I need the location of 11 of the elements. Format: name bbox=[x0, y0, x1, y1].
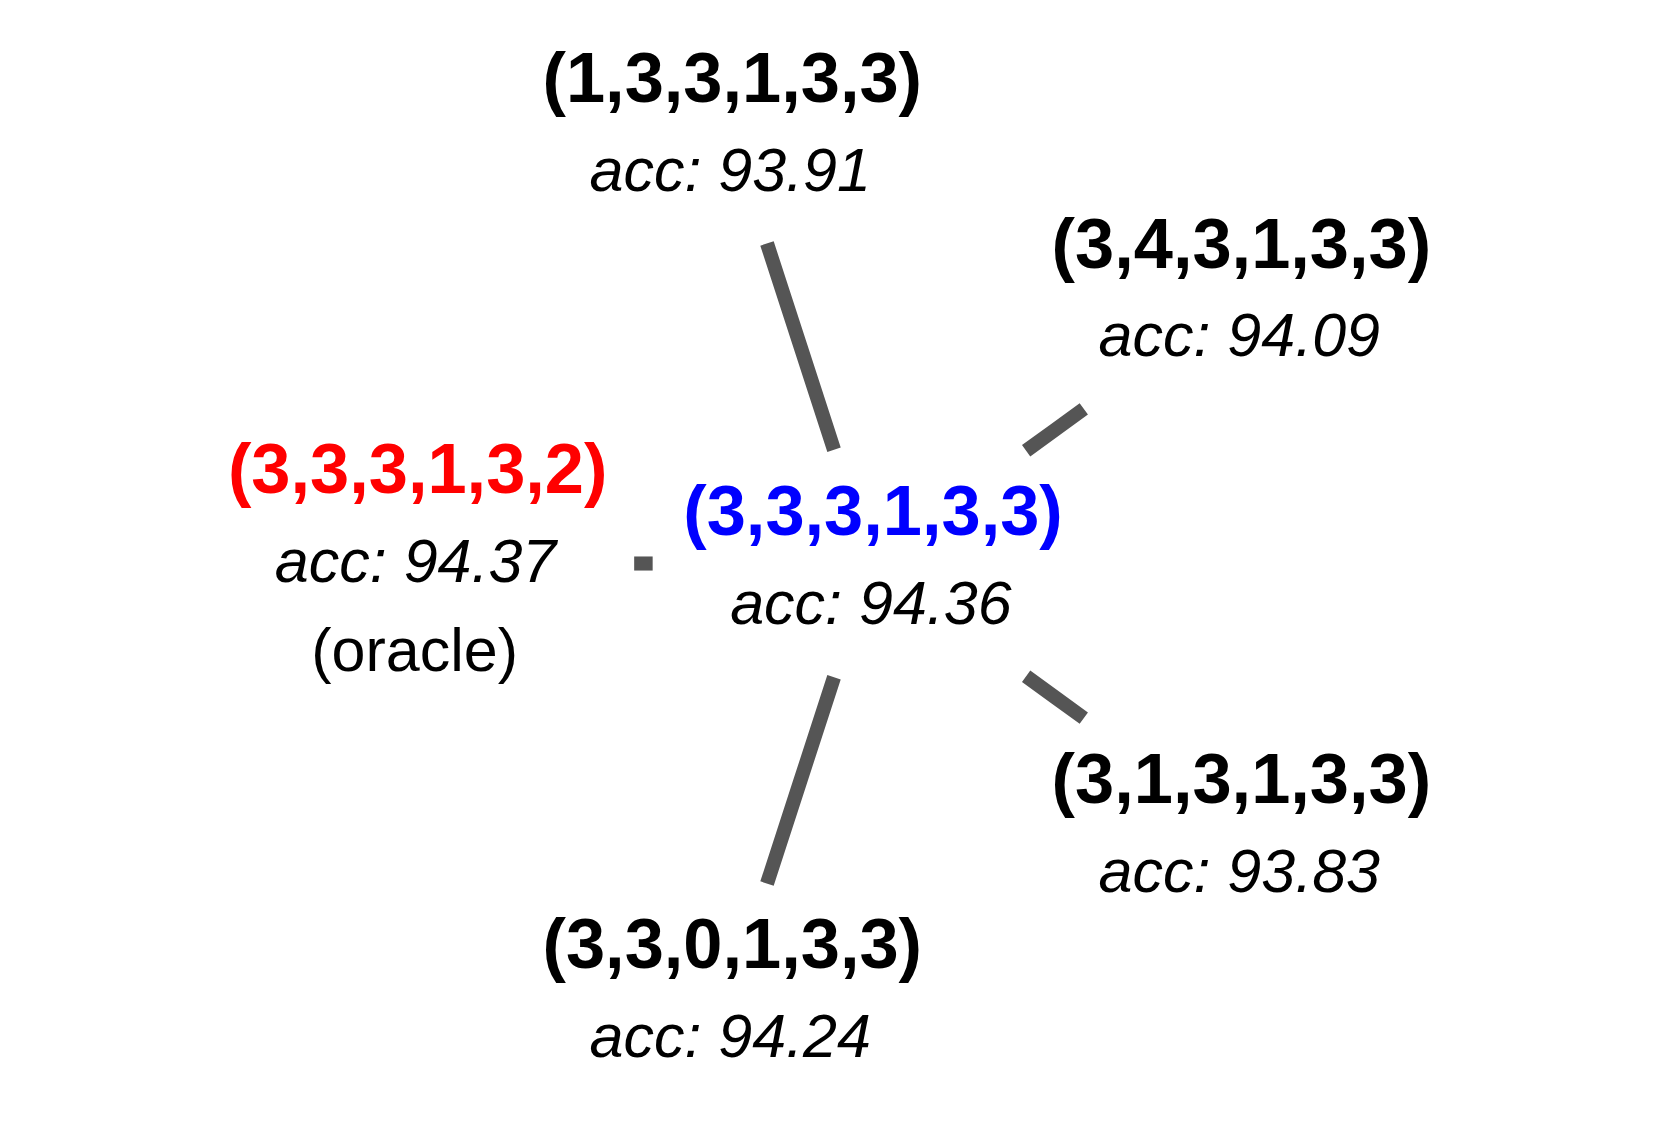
connector bbox=[1021, 403, 1088, 457]
node-text: (3,3,0,1,3,3) acc: 94.24 bbox=[542, 904, 922, 1071]
node-text: (3,3,3,1,3,2) acc: 94.37 (oracle) bbox=[227, 429, 607, 684]
connector bbox=[633, 556, 653, 571]
node-text: (3,1,3,1,3,3) acc: 93.83 bbox=[1051, 738, 1431, 905]
node-text: (1,3,3,1,3,3) acc: 93.91 bbox=[542, 38, 922, 204]
connector bbox=[759, 241, 841, 452]
node-text: (3,4,3,1,3,3) acc: 94.09 bbox=[1051, 203, 1431, 370]
connector bbox=[759, 675, 841, 886]
connector bbox=[1021, 670, 1088, 724]
node-text: (3,3,3,1,3,3) acc: 94.36 bbox=[682, 471, 1063, 638]
